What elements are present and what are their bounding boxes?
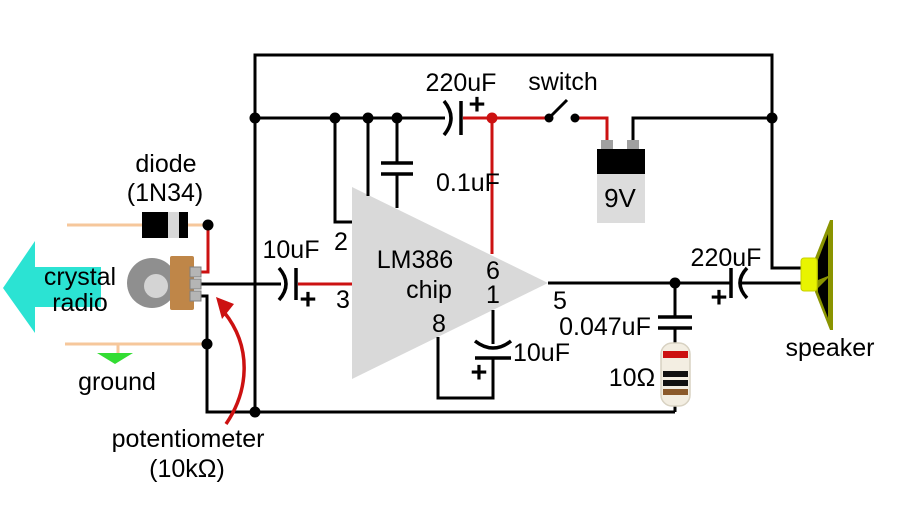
junction-dot-red [486,112,498,124]
switch-contact-right [570,113,580,123]
battery-top [597,149,645,174]
lm386-chip-triangle [352,187,548,379]
battery-terminal-negative [627,140,639,151]
pot-terminal-top [189,266,202,278]
diode-label: diode [135,150,196,178]
cap-curved-plate [442,99,453,137]
negative-supply-loop-wire [253,53,803,412]
pin1-label: 1 [486,281,500,309]
ground-label: ground [78,368,156,396]
resistor-band-black-1 [663,371,688,377]
junction-dots [201,112,778,418]
pin2-label: 2 [334,228,348,256]
diode-cathode-band [168,212,179,238]
snubber-resistor [660,342,691,407]
battery-label: 9V [604,183,636,213]
bypass-capacitor [381,161,413,176]
junction-dot [391,112,403,124]
plus-sign-input-cap: + [300,284,317,316]
junction-dot [766,112,778,124]
resistor-band-red [663,351,688,358]
pot-value-label: (10kΩ) [149,455,225,483]
op-amp-triangle-shape [352,187,548,379]
pot-shaft [144,274,168,298]
pin8-label: 8 [432,310,446,338]
junction-dot [201,338,213,350]
power-switch [544,98,580,123]
snubber-capacitor [658,315,692,330]
plus-sign-gain-cap: + [471,357,488,389]
supply-cap-label: 220uF [426,69,497,97]
pointer-arrow-curve [222,310,246,425]
gain-capacitor [473,339,513,360]
cap-curved-plate [277,266,288,302]
red-wires [201,116,609,286]
speaker-magnet [800,257,818,292]
speaker-cone-shadow-bottom [818,278,828,318]
diode-to-pot-wire [201,225,210,274]
cap-curved-plate [473,339,513,350]
pot-terminal-bottom [189,290,202,302]
junction-dot [249,112,261,124]
input-coupling-capacitor [277,266,298,302]
switch-contact-left [544,113,554,123]
junction-dot [249,406,261,418]
input-cap-label: 10uF [263,236,320,264]
battery-body [597,174,645,223]
pin3-label: 3 [336,286,350,314]
cap-curved-plate [738,266,749,300]
resistor-band-black-2 [663,380,688,386]
pin8-gain-loop-wire [436,337,495,400]
junction-dot [202,219,214,231]
black-wires [201,53,803,414]
supply-filter-capacitor [442,99,463,137]
potentiometer-pointer-arrow [216,297,246,425]
diode-part-label: (1N34) [127,179,203,207]
resistor-band-brown [663,389,688,395]
output-coupling-capacitor [729,266,749,300]
snubber-cap-label: 0.047uF [559,313,651,341]
crystal-radio-arrow-icon [3,241,101,333]
bypass-cap-label: 0.1uF [436,169,500,197]
crystal-radio-wires [65,223,204,353]
battery-9v [597,140,645,223]
plus-sign-supply-cap: + [469,89,486,121]
pot-housing [170,256,194,310]
potentiometer-component [127,256,202,310]
junction-dot [669,277,681,289]
pin2-wire [333,118,352,224]
switch-to-battery-wire [575,116,609,141]
chip-name-label: LM386 [377,246,453,274]
battery-negative-wire [631,116,772,141]
pin6-label: 6 [486,257,500,285]
pointer-arrowhead [216,297,234,319]
crystal-radio-label-2: radio [52,289,108,317]
diode-body [142,212,188,238]
labels: diode (1N34) crystal radio ground potent… [44,68,875,483]
switch-label: switch [528,68,597,96]
pin5-label: 5 [553,287,567,315]
speaker-label: speaker [786,334,875,362]
battery-terminal-positive [601,140,613,151]
speaker-component [800,220,833,330]
junction-dot [329,112,341,124]
snubber-res-label: 10Ω [609,364,656,392]
ground-rail-wire [201,294,675,414]
gain-cap-label: 10uF [513,339,570,367]
junction-dot [362,112,374,124]
potentiometer-label: potentiometer [112,425,265,453]
ground-symbol-icon [97,353,133,364]
speaker-cone-shadow-top [818,234,828,280]
plus-sign-output-cap: + [711,282,728,314]
chip-word-label: chip [406,276,452,304]
output-cap-label: 220uF [691,244,762,272]
pot-terminal-wiper [189,278,202,290]
crystal-radio-label-1: crystal [44,263,116,291]
diode-1n34 [142,212,188,238]
